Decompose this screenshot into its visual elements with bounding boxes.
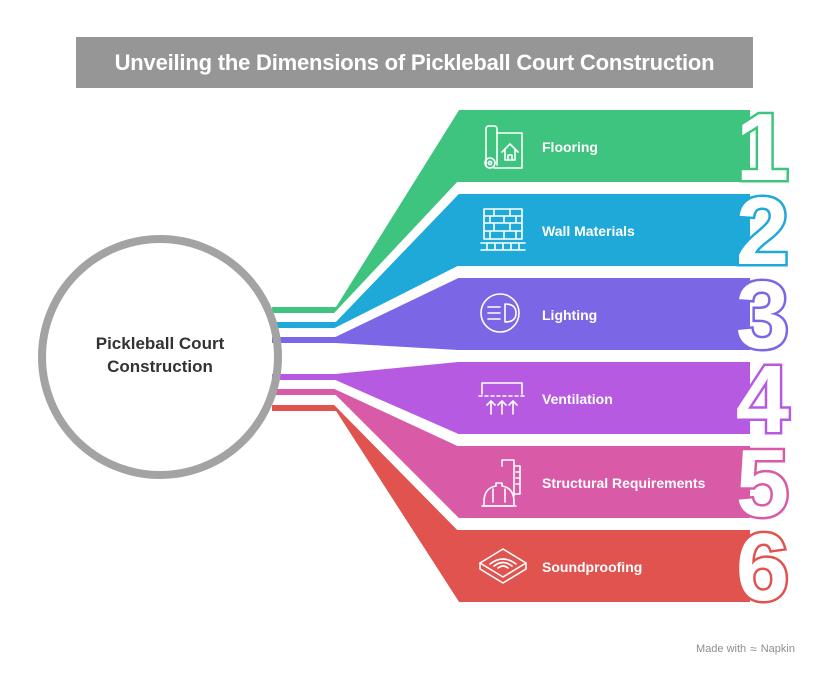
air-vent-icon [478, 382, 526, 415]
ribbon-3 [268, 274, 754, 354]
item-label-lighting: Lighting [542, 307, 598, 323]
item-label-flooring: Flooring [542, 139, 598, 155]
item-label-soundproofing: Soundproofing [542, 559, 643, 575]
footer-prefix: Made with [696, 643, 747, 655]
footer-brand: Napkin [760, 643, 795, 655]
item-label-wall-materials: Wall Materials [542, 223, 635, 239]
ribbon-layer [268, 106, 754, 606]
ribbon-2 [268, 190, 754, 332]
item-label-structural-requirements: Structural Requirements [542, 475, 706, 491]
item-number-5: 5 [733, 430, 791, 537]
icon-layer [478, 125, 527, 584]
headlight-icon [480, 293, 520, 333]
made-with-napkin: Made with ≈ Napkin [696, 642, 795, 656]
brick-wall-icon [480, 208, 526, 251]
item-number-4: 4 [733, 346, 791, 453]
title-banner: Unveiling the Dimensions of Pickleball C… [76, 37, 753, 88]
item-number-6: 6 [733, 514, 791, 621]
ribbon-5 [268, 385, 754, 522]
napkin-logo-icon: ≈ [750, 642, 757, 656]
page-title: Unveiling the Dimensions of Pickleball C… [114, 49, 715, 75]
ribbon-6 [268, 401, 754, 606]
center-topic-line-2: Construction [107, 357, 213, 376]
ribbon-4 [268, 358, 754, 438]
floor-roll-house-icon [484, 125, 523, 169]
item-number-2: 2 [733, 178, 791, 285]
center-ring [38, 235, 282, 479]
center-topic: Pickleball Court Construction [60, 332, 260, 378]
item-label-ventilation: Ventilation [542, 391, 613, 407]
item-number-1: 1 [733, 94, 791, 201]
sound-panel-icon [479, 548, 527, 584]
ribbon-1 [268, 106, 754, 317]
center-topic-line-1: Pickleball Court [95, 334, 225, 353]
item-number-3: 3 [733, 262, 791, 369]
hardhat-blueprint-icon [481, 459, 521, 507]
